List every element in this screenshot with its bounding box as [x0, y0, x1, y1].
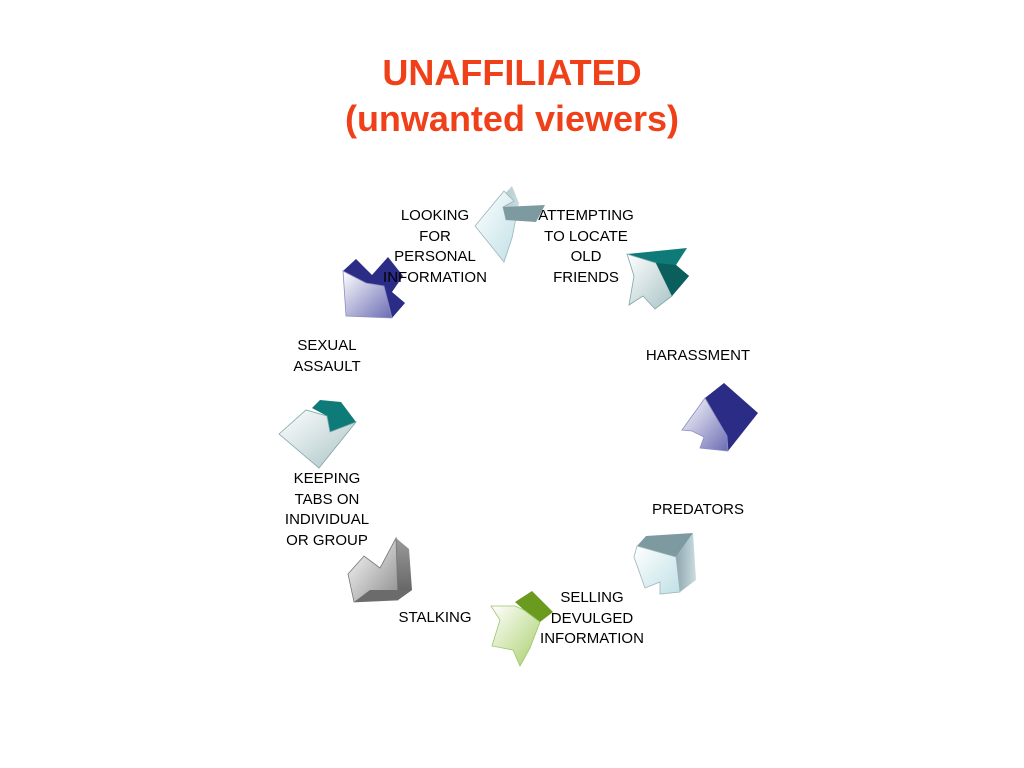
cycle-arrow-7-icon: [278, 400, 358, 469]
cycle-arrow-6-icon: [347, 536, 412, 603]
cycle-label-harassment: HARASSMENT: [645, 347, 751, 364]
cycle-arrow-5-icon: [490, 591, 553, 667]
slide-title: UNAFFILIATED (unwanted viewers): [0, 50, 1024, 142]
cycle-label-keeping-tabs: KEEPING TABS ON INDIVIDUAL OR GROUP: [284, 470, 370, 549]
cycle-label-stalking: STALKING: [398, 609, 472, 626]
cycle-label-predators: PREDATORS: [652, 501, 744, 518]
cycle-label-selling: SELLING DEVULGED INFORMATION: [540, 589, 644, 647]
cycle-arrow-2-icon: [626, 248, 689, 310]
cycle-label-attempting: ATTEMPTING TO LOCATE OLD FRIENDS: [538, 207, 634, 286]
cycle-arrow-3-icon: [681, 383, 758, 452]
cycle-label-looking: LOOKING FOR PERSONAL INFORMATION: [383, 207, 487, 286]
cycle-label-sexual-assault: SEXUAL ASSAULT: [293, 337, 361, 375]
title-subtitle: (unwanted viewers): [344, 98, 680, 139]
cycle-arrow-4-icon: [633, 533, 696, 595]
cycle-arrow-8-icon: [342, 257, 405, 319]
cycle-arrow-1-icon: [474, 186, 545, 263]
title-main: UNAFFILIATED: [382, 52, 642, 93]
